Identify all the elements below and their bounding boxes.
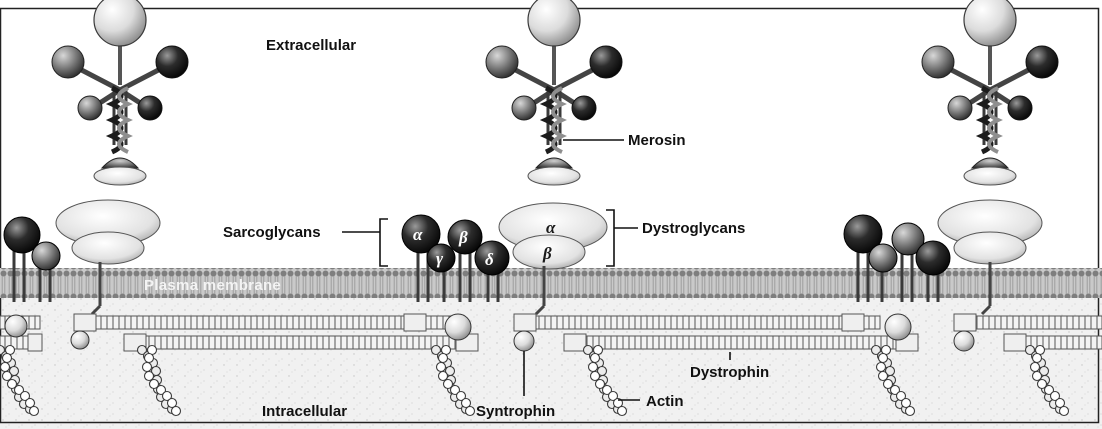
sarcoglycans-label: Sarcoglycans bbox=[223, 224, 321, 241]
sarcoglycan-gamma-symbol: γ bbox=[436, 249, 444, 268]
extracellular-label: Extracellular bbox=[266, 37, 356, 54]
syntrophin-sphere-center bbox=[514, 331, 534, 351]
intracellular-label: Intracellular bbox=[262, 403, 347, 420]
dystrophin-label: Dystrophin bbox=[690, 364, 769, 381]
sarcoglycan-beta-symbol: β bbox=[458, 228, 468, 247]
sarcoglycan-delta-symbol: δ bbox=[485, 250, 494, 269]
dystroglycan-beta-symbol: β bbox=[542, 244, 552, 263]
plasma-membrane-label: Plasma membrane bbox=[144, 277, 281, 294]
syntrophin-label: Syntrophin bbox=[476, 403, 555, 420]
dystroglycan-alpha-symbol: α bbox=[546, 218, 556, 237]
dystroglycans-label: Dystroglycans bbox=[642, 220, 745, 237]
actin-label: Actin bbox=[646, 393, 684, 410]
merosin-label: Merosin bbox=[628, 132, 686, 149]
sarcoglycan-alpha-symbol: α bbox=[413, 225, 423, 244]
